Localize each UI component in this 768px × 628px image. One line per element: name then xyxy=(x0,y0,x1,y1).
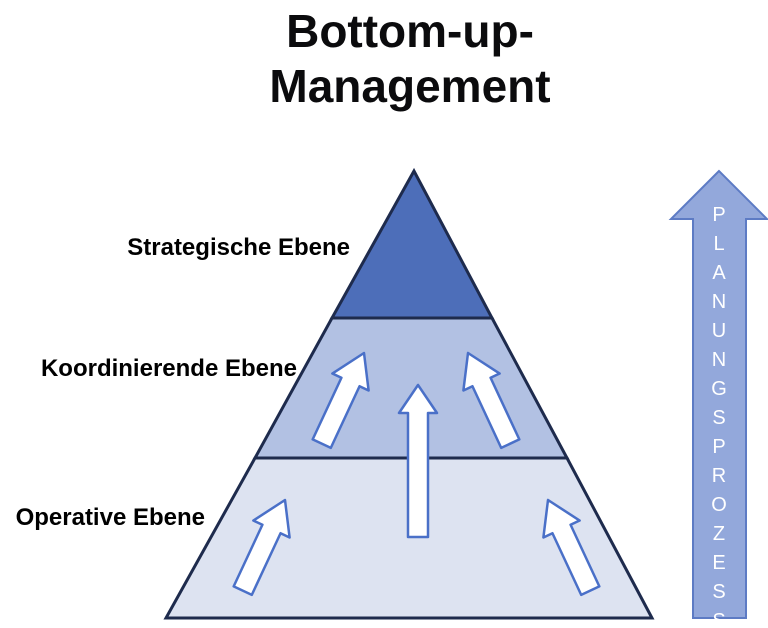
title-line-1: Bottom-up- xyxy=(286,5,534,57)
title-line-2: Management xyxy=(269,60,551,112)
planning-process-arrow xyxy=(668,169,768,619)
pyramid-level-strategic xyxy=(329,167,495,320)
up-arrow-middle-right xyxy=(462,351,521,450)
label-koordinierende-ebene: Koordinierende Ebene xyxy=(40,355,297,382)
up-arrow-bottom-right xyxy=(542,498,601,597)
label-operative-ebene: Operative Ebene xyxy=(15,504,205,531)
diagram-title: Bottom-up- Management xyxy=(52,4,768,114)
label-strategische-ebene: Strategische Ebene xyxy=(127,234,350,261)
up-arrow-middle-left xyxy=(311,351,370,450)
planning-process-label: PLANUNGSPROZESS xyxy=(708,204,730,628)
up-arrow-center xyxy=(397,383,439,539)
up-arrow-bottom-left xyxy=(232,498,291,597)
